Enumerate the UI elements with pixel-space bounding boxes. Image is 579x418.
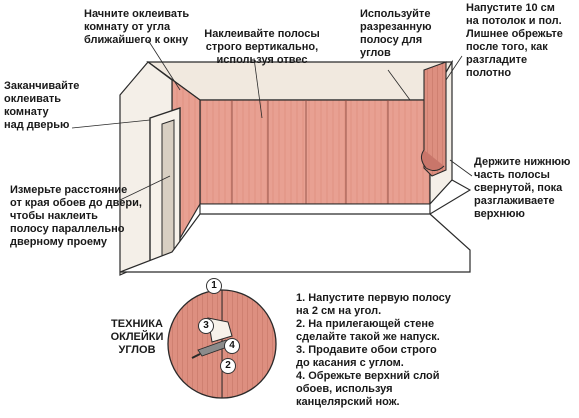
label-finish-door: Заканчивайте оклеивать комнату над дверь… [4,80,80,131]
step-item: 3. Продавите обои строго до касания с уг… [296,344,437,369]
baseboard [199,203,431,215]
label-cut-strip: Используйте разрезанную полосу для углов [360,8,432,59]
rolled-strip-bottom [420,149,445,172]
step-item: 1. Напустите первую полосу на 2 см на уг… [296,292,451,317]
label-overlap: Напустите 10 см на потолок и пол. Лишнее… [466,2,563,79]
ceiling [146,61,454,101]
door-frame [149,107,181,271]
corner-technique-detail [167,289,277,399]
label-start-corner: Начните оклеивать комнату от угла ближай… [84,8,190,46]
label-vertical: Наклеивайте полосы строго вертикально, и… [204,28,320,66]
step-item: 2. На прилегающей стене сделайте такой ж… [296,318,440,343]
label-measure: Измерьте расстояние от края обоев до две… [10,184,142,248]
floor [119,213,471,273]
step-item: 4. Обрежьте верхний слой обоев, использу… [296,370,440,408]
marker-3: 3 [198,318,214,334]
marker-1: 1 [206,278,222,294]
marker-4: 4 [224,338,240,354]
leader-lines [71,39,473,201]
marker-2: 2 [220,358,236,374]
wallpaper-seams [231,100,389,204]
back-wall [199,99,431,205]
label-hold-bottom: Держите нижнюю часть полосы свернутой, п… [474,156,571,220]
technique-steps: 1. Напустите первую полосу на 2 см на уг… [296,292,496,409]
technique-title: ТЕХНИКА ОКЛЕЙКИ УГЛОВ [110,318,164,356]
baseboard-right [429,179,472,215]
